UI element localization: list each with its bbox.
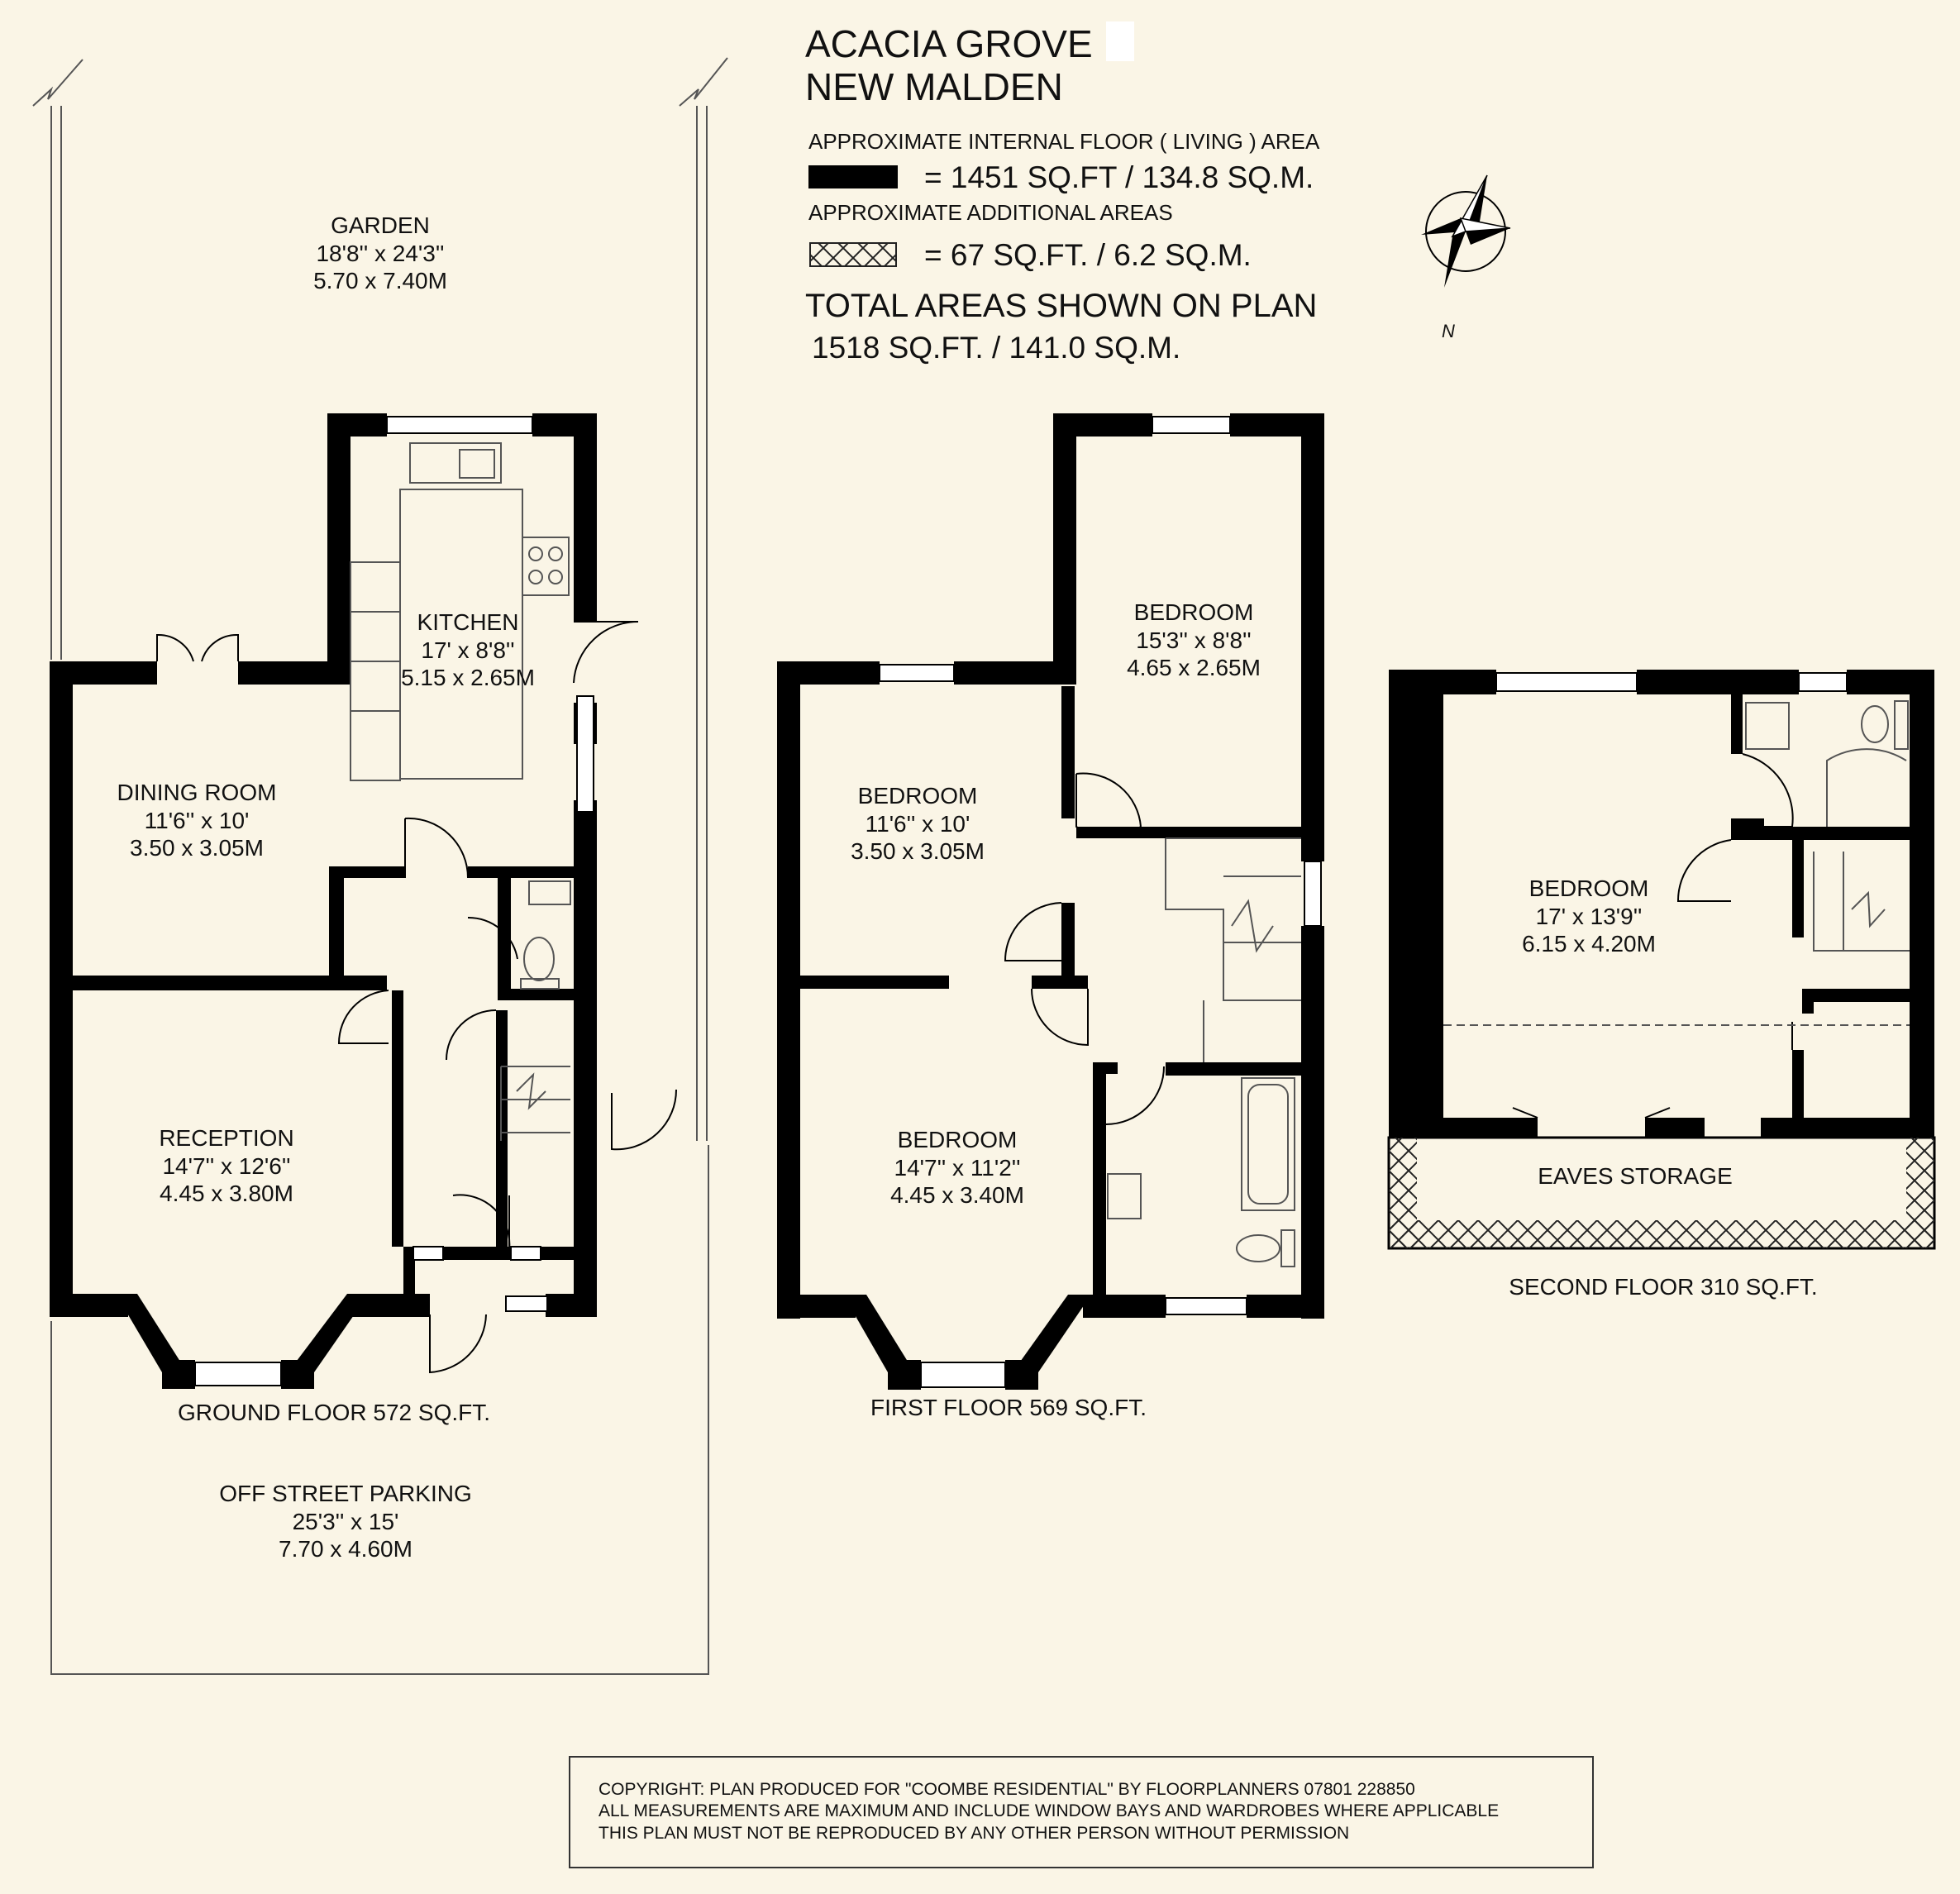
room-name: BEDROOM <box>857 783 978 809</box>
room-size-metric: 4.65 x 2.65M <box>1127 655 1261 681</box>
room-size-imperial: 14'7'' x 11'2'' <box>894 1154 1021 1181</box>
second-bedroom-label: BEDROOM 17' x 13'9'' 6.15 x 4.20M <box>1522 875 1656 958</box>
internal-area-value: = 1451 SQ.FT / 134.8 SQ.M. <box>924 160 1314 194</box>
property-title-line1: ACACIA GROVE <box>805 22 1093 65</box>
dining-room-label: DINING ROOM 11'6'' x 10' 3.50 x 3.05M <box>117 779 277 862</box>
room-size-metric: 5.70 x 7.40M <box>313 268 447 294</box>
room-size-metric: 4.45 x 3.80M <box>160 1181 293 1207</box>
internal-area-label: APPROXIMATE INTERNAL FLOOR ( LIVING ) AR… <box>808 129 1320 154</box>
room-size-imperial: 14'7'' x 12'6'' <box>162 1152 291 1179</box>
first-floor-fixtures <box>1107 837 1301 1267</box>
room-size-metric: 4.45 x 3.40M <box>890 1182 1024 1209</box>
legend-hatch-swatch <box>809 242 897 267</box>
compass-icon <box>1421 174 1511 288</box>
eaves-storage-label: EAVES STORAGE <box>1538 1163 1733 1189</box>
first-bedroom-rear-left-label: BEDROOM 11'6'' x 10' 3.50 x 3.05M <box>851 782 985 866</box>
room-size-metric: 3.50 x 3.05M <box>851 838 985 865</box>
room-name: RECEPTION <box>159 1125 294 1151</box>
room-size-imperial: 18'8'' x 24'3'' <box>316 240 445 266</box>
eaves-storage-area <box>1387 1136 1936 1250</box>
additional-area-value: = 67 SQ.FT. / 6.2 SQ.M. <box>924 238 1252 272</box>
kitchen-label: KITCHEN 17' x 8'8'' 5.15 x 2.65M <box>401 608 535 692</box>
copyright-line3: THIS PLAN MUST NOT BE REPRODUCED BY ANY … <box>598 1823 1350 1843</box>
first-floor-windows <box>879 416 1322 1388</box>
room-name: OFF STREET PARKING <box>219 1481 472 1506</box>
room-size-metric: 6.15 x 4.20M <box>1522 931 1656 957</box>
compass-north-label: N <box>1442 321 1455 341</box>
total-area-label: TOTAL AREAS SHOWN ON PLAN <box>805 288 1318 324</box>
room-size-imperial: 17' x 8'8'' <box>421 637 515 663</box>
parking-label: OFF STREET PARKING 25'3'' x 15' 7.70 x 4… <box>219 1480 471 1563</box>
room-size-imperial: 11'6'' x 10' <box>144 807 250 833</box>
reception-label: RECEPTION 14'7'' x 12'6'' 4.45 x 3.80M <box>159 1124 293 1208</box>
title-mask <box>1106 21 1134 61</box>
garden-label: GARDEN 18'8'' x 24'3'' 5.70 x 7.40M <box>313 212 447 295</box>
first-bedroom-rear-right-label: BEDROOM 15'3'' x 8'8'' 4.65 x 2.65M <box>1127 599 1261 682</box>
room-name: KITCHEN <box>417 609 519 635</box>
second-floor-windows <box>1495 672 1848 692</box>
first-bedroom-front-label: BEDROOM 14'7'' x 11'2'' 4.45 x 3.40M <box>890 1126 1024 1209</box>
ground-floor-windows <box>194 416 594 1386</box>
room-name: DINING ROOM <box>117 780 277 805</box>
room-size-imperial: 17' x 13'9'' <box>1535 903 1643 929</box>
additional-area-label: APPROXIMATE ADDITIONAL AREAS <box>808 200 1173 225</box>
plot-boundary <box>32 57 728 1675</box>
room-name: BEDROOM <box>1133 599 1254 625</box>
total-area-value: 1518 SQ.FT. / 141.0 SQ.M. <box>812 331 1181 365</box>
room-name: GARDEN <box>331 212 430 238</box>
room-size-imperial: 15'3'' x 8'8'' <box>1136 627 1252 653</box>
ground-floor-walls <box>50 413 597 1389</box>
first-floor-caption: FIRST FLOOR 569 SQ.FT. <box>870 1395 1147 1420</box>
room-size-metric: 5.15 x 2.65M <box>401 665 535 691</box>
ground-floor-caption: GROUND FLOOR 572 SQ.FT. <box>177 1400 491 1425</box>
copyright-line1: COPYRIGHT: PLAN PRODUCED FOR "COOMBE RES… <box>598 1780 1415 1799</box>
ground-floor-doors <box>156 620 678 1374</box>
room-size-imperial: 25'3'' x 15' <box>292 1508 399 1534</box>
ground-floor-fixtures <box>350 442 571 1141</box>
room-size-metric: 3.50 x 3.05M <box>130 835 264 861</box>
room-name: BEDROOM <box>897 1127 1018 1152</box>
copyright-box: COPYRIGHT: PLAN PRODUCED FOR "COOMBE RES… <box>569 1756 1594 1868</box>
copyright-line2: ALL MEASUREMENTS ARE MAXIMUM AND INCLUDE… <box>598 1801 1500 1821</box>
second-floor-walls <box>1389 670 1934 1138</box>
first-floor-walls <box>777 413 1324 1390</box>
room-size-metric: 7.70 x 4.60M <box>279 1536 413 1562</box>
legend-solid-swatch <box>808 165 898 188</box>
second-floor-doors <box>1512 753 1794 1119</box>
room-size-imperial: 11'6'' x 10' <box>865 810 970 837</box>
second-floor-fixtures <box>1745 700 1910 952</box>
first-floor-doors <box>1004 772 1165 1125</box>
room-name: BEDROOM <box>1528 875 1649 901</box>
property-title-line2: NEW MALDEN <box>805 65 1063 108</box>
second-floor-caption: SECOND FLOOR 310 SQ.FT. <box>1509 1274 1818 1300</box>
